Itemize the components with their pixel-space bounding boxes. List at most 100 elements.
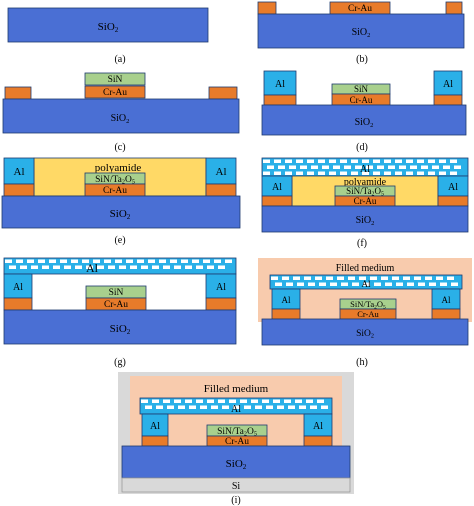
sio2-label: SiO2 bbox=[356, 329, 374, 340]
membrane-hole bbox=[275, 282, 282, 286]
membrane-hole bbox=[64, 265, 71, 269]
cr-au-label: Cr-Au bbox=[103, 186, 127, 196]
membrane-hole bbox=[392, 276, 399, 280]
membrane-hole bbox=[373, 171, 380, 175]
membrane-hole bbox=[333, 165, 340, 169]
panel-caption-h: (h) bbox=[356, 357, 368, 368]
membrane-hole bbox=[451, 282, 458, 286]
membrane-hole bbox=[119, 265, 126, 269]
al-left-label: Al bbox=[282, 295, 291, 305]
membrane-hole bbox=[53, 265, 60, 269]
al-left-post bbox=[3, 273, 33, 299]
cr-au-label: Cr-Au bbox=[357, 309, 379, 319]
sio2-substrate bbox=[261, 104, 467, 136]
membrane-hole bbox=[428, 159, 435, 163]
membrane-hole bbox=[307, 171, 314, 175]
cr-au-right-pad bbox=[433, 94, 463, 106]
panel-a: SiO2(a) bbox=[7, 7, 209, 65]
cr-au-label: Cr-Au bbox=[225, 437, 249, 447]
cr-au-right-pad bbox=[431, 308, 461, 320]
membrane-hole bbox=[425, 276, 432, 280]
membrane-hole bbox=[340, 171, 347, 175]
sio2-label: SiO2 bbox=[356, 215, 375, 227]
cr-au-left-pad bbox=[3, 297, 33, 311]
membrane-hole bbox=[274, 171, 281, 175]
cr-au-left-pad bbox=[271, 308, 301, 320]
sio2-substrate bbox=[2, 98, 240, 134]
membrane-hole bbox=[16, 259, 23, 263]
membrane-hole bbox=[388, 165, 395, 169]
sio2-label: SiO2 bbox=[226, 458, 247, 471]
polyamide-label: polyamide bbox=[344, 177, 387, 188]
cr-au-label: Cr-Au bbox=[103, 88, 127, 98]
membrane-hole bbox=[141, 265, 148, 269]
al-right-label: Al bbox=[216, 282, 226, 293]
membrane-hole bbox=[299, 405, 306, 409]
membrane-hole bbox=[384, 159, 391, 163]
al-top-label: Al bbox=[360, 164, 370, 175]
al-left-label: Al bbox=[272, 182, 282, 193]
cr-au-right-pad bbox=[303, 435, 333, 447]
cr-au-right-pad bbox=[437, 195, 469, 207]
membrane-hole bbox=[130, 265, 137, 269]
membrane-hole bbox=[352, 282, 359, 286]
membrane-hole bbox=[374, 282, 381, 286]
membrane-hole bbox=[295, 399, 302, 403]
al-left-label: Al bbox=[150, 421, 160, 432]
membrane-hole bbox=[60, 259, 67, 263]
cr-au-left-pad bbox=[3, 183, 35, 197]
membrane-hole bbox=[20, 265, 27, 269]
membrane-hole bbox=[407, 282, 414, 286]
membrane-hole bbox=[108, 265, 115, 269]
membrane-hole bbox=[351, 159, 358, 163]
membrane-hole bbox=[296, 159, 303, 163]
membrane-hole bbox=[49, 259, 56, 263]
sio2-substrate bbox=[261, 205, 469, 233]
sio2-label: SiO2 bbox=[111, 113, 130, 125]
membrane-hole bbox=[428, 171, 435, 175]
membrane-hole bbox=[229, 399, 236, 403]
membrane-hole bbox=[196, 399, 203, 403]
cr-au-left-pad bbox=[261, 195, 293, 207]
membrane-hole bbox=[282, 276, 289, 280]
membrane-hole bbox=[418, 282, 425, 286]
membrane-hole bbox=[321, 405, 328, 409]
al-right-post bbox=[433, 70, 463, 96]
membrane-hole bbox=[214, 259, 221, 263]
sio2-label: SiO2 bbox=[352, 27, 371, 39]
membrane-hole bbox=[395, 159, 402, 163]
sin-layer bbox=[84, 72, 146, 86]
membrane-hole bbox=[271, 276, 278, 280]
cr-au-left-pad bbox=[4, 86, 32, 100]
membrane-hole bbox=[421, 165, 428, 169]
membrane-hole bbox=[185, 399, 192, 403]
membrane-hole bbox=[370, 276, 377, 280]
membrane-hole bbox=[31, 265, 38, 269]
membrane-hole bbox=[315, 276, 322, 280]
sio2-substrate bbox=[261, 318, 469, 346]
membrane-hole bbox=[38, 259, 45, 263]
membrane-hole bbox=[318, 171, 325, 175]
membrane-hole bbox=[359, 276, 366, 280]
sio2-substrate bbox=[1, 195, 241, 229]
membrane-hole bbox=[297, 282, 304, 286]
sio2-label: SiO2 bbox=[355, 117, 374, 129]
membrane-hole bbox=[311, 165, 318, 169]
membrane-hole bbox=[300, 165, 307, 169]
membrane-hole bbox=[344, 165, 351, 169]
membrane-hole bbox=[163, 399, 170, 403]
membrane-hole bbox=[262, 399, 269, 403]
membrane-hole bbox=[97, 265, 104, 269]
sio2-label: SiO2 bbox=[110, 208, 131, 221]
membrane-hole bbox=[432, 165, 439, 169]
cr-au-label: Cr-Au bbox=[348, 4, 372, 14]
cr-au-right-pad bbox=[205, 297, 237, 311]
membrane-hole bbox=[304, 276, 311, 280]
membrane-hole bbox=[286, 282, 293, 286]
membrane-hole bbox=[42, 265, 49, 269]
panel-caption-b: (b) bbox=[356, 54, 368, 65]
al-top-label: Al bbox=[362, 279, 371, 289]
cr-au-left-pad bbox=[257, 1, 277, 15]
